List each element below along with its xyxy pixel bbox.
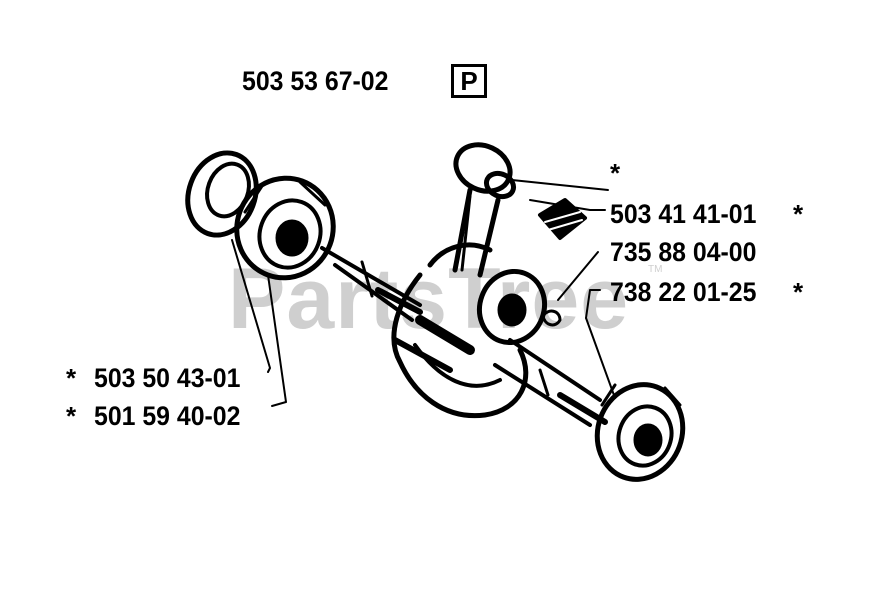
left-shaft: [320, 246, 423, 322]
p-badge: P: [451, 64, 487, 98]
part-star: *: [793, 199, 804, 229]
woodruff-key: [541, 309, 562, 327]
part-label-503-50-43-01: 503 50 43-01: [94, 363, 241, 393]
left-bearing: [234, 175, 336, 281]
assembly-part-number: 503 53 67-02: [242, 66, 389, 96]
right-bearing: [594, 382, 686, 482]
part-label-738-22-01-25: 738 22 01-25: [610, 277, 757, 307]
leader-lines: [231, 179, 616, 407]
right-shaft: [493, 338, 608, 427]
part-star: *: [793, 277, 804, 307]
part-label-735-88-04-00: 735 88 04-00: [610, 237, 757, 267]
part-star: *: [66, 363, 77, 393]
rod-star: *: [610, 158, 621, 188]
part-star: *: [66, 401, 77, 431]
part-label-501-59-40-02: 501 59 40-02: [94, 401, 241, 431]
part-label-503-41-41-01: 503 41 41-01: [610, 199, 757, 229]
connecting-rod: [452, 142, 517, 278]
watermark-trademark: TM: [648, 264, 663, 275]
